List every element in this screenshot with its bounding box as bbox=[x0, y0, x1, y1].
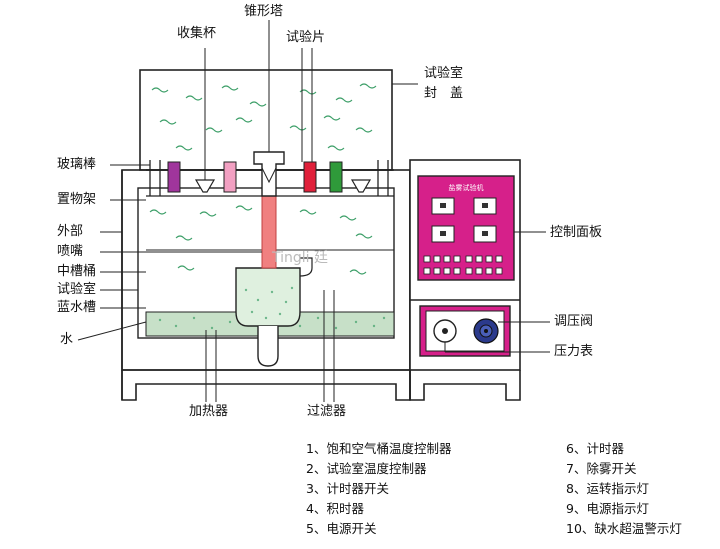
leader-lines bbox=[77, 48, 550, 402]
label-heater: 加热器 bbox=[189, 404, 229, 419]
legend-item: 6、计时器 bbox=[566, 441, 624, 456]
legend-item: 9、电源指示灯 bbox=[566, 501, 649, 516]
label-shelf: 置物架 bbox=[57, 192, 97, 207]
label-collection-cup: 收集杯 bbox=[177, 26, 217, 41]
drain-pipe bbox=[257, 326, 279, 367]
cabinet-base bbox=[121, 370, 411, 401]
legend-item: 2、试验室温度控制器 bbox=[306, 461, 427, 476]
test-piece-pink bbox=[223, 161, 237, 193]
label-cone-tower: 锥形塔 bbox=[244, 4, 284, 19]
test-piece-green bbox=[329, 161, 343, 193]
legend-item: 7、除雾开关 bbox=[566, 461, 637, 476]
collection-cup-left bbox=[194, 179, 216, 193]
collection-cup-right bbox=[350, 179, 372, 193]
legend-item: 1、饱和空气桶温度控制器 bbox=[306, 441, 452, 456]
test-piece-red bbox=[303, 161, 317, 193]
label-pressure-valve: 调压阀 bbox=[554, 314, 594, 329]
label-glass-rod: 玻璃棒 bbox=[57, 157, 97, 172]
label-nozzle: 喷嘴 bbox=[57, 244, 84, 259]
label-pressure-gauge: 压力表 bbox=[554, 344, 594, 359]
watermark: Tingli 廷 bbox=[272, 250, 328, 266]
label-test-chamber: 试验室 bbox=[57, 282, 97, 297]
label-chamber-cover-1: 试验室 bbox=[424, 66, 464, 81]
label-outer: 外部 bbox=[57, 224, 84, 239]
label-control-panel: 控制面板 bbox=[550, 225, 603, 240]
label-filter: 过滤器 bbox=[307, 404, 347, 419]
legend-item: 4、积时器 bbox=[306, 501, 364, 516]
spray-mist bbox=[149, 83, 377, 275]
legend-item: 3、计时器开关 bbox=[306, 481, 389, 496]
panel-buttons bbox=[423, 255, 503, 275]
label-chamber-cover-2: 封 盖 bbox=[424, 86, 464, 101]
legend-item: 10、缺水超温警示灯 bbox=[566, 521, 682, 536]
label-test-piece: 试验片 bbox=[286, 30, 326, 45]
label-water: 水 bbox=[60, 332, 74, 347]
cone-tower-top bbox=[253, 151, 285, 197]
legend-item: 5、电源开关 bbox=[306, 521, 377, 536]
label-blue-tank: 蓝水槽 bbox=[57, 300, 97, 315]
saturation-tank bbox=[235, 267, 301, 327]
test-piece-purple bbox=[167, 161, 181, 193]
label-middle-tank: 中槽桶 bbox=[57, 264, 97, 279]
legend-item: 8、运转指示灯 bbox=[566, 481, 649, 496]
panel-title: 盐雾试验机 bbox=[449, 183, 484, 192]
